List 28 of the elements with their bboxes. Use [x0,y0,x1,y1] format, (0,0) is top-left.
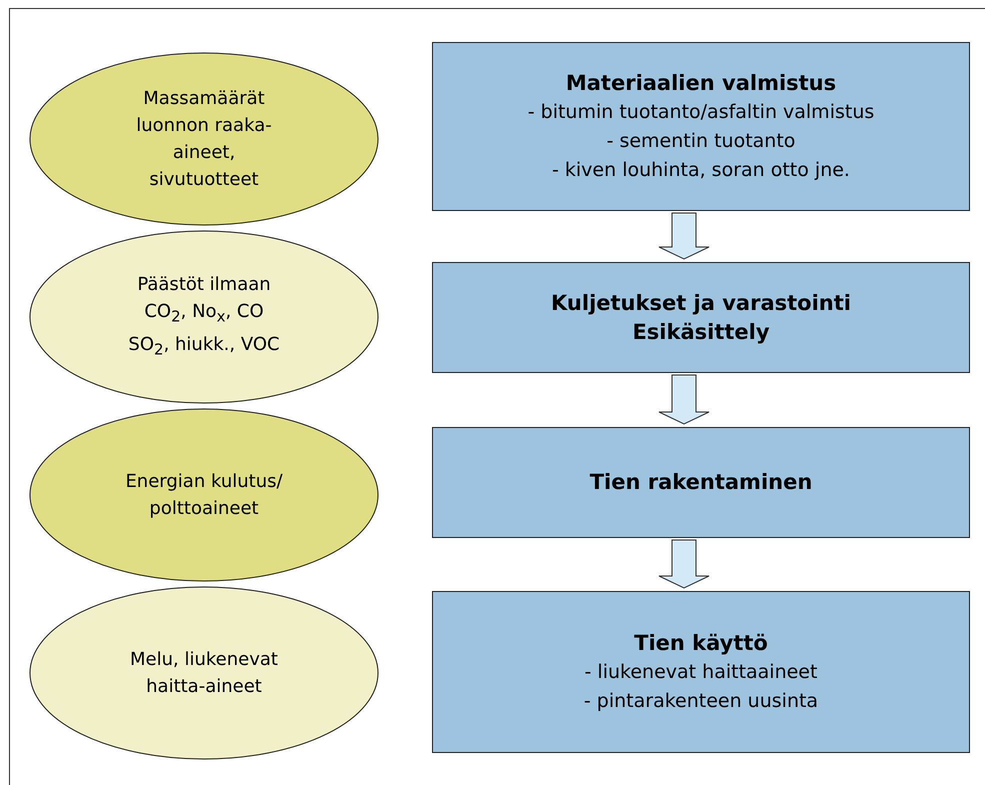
node-text: Massamäärät [143,87,265,111]
node-text: - bitumin tuotanto/asfaltin valmistus [528,100,874,124]
block-arrow [658,212,710,260]
process-box [432,591,970,753]
input-ellipse [29,52,379,226]
block-arrow [658,374,710,425]
input-ellipse [29,230,379,404]
node-text: luonnon raaka-aineet, sivutuotteet [135,114,273,192]
node-text: - kiven louhinta, soran otto jne. [552,158,850,182]
node-text: SO$_{2}$, hiukk., VOC [128,332,280,360]
node-text: - sementin tuotanto [606,128,796,154]
process-box [432,262,970,373]
node-text: CO$_{2}$, No$_{x}$, CO [144,300,264,328]
box-heading: Kuljetukset ja varastointi [551,290,851,316]
node-text: - liukenevat haittaaineet [584,660,818,684]
process-box [432,42,970,211]
block-arrow [658,540,710,589]
box-heading: Materiaalien valmistus [566,70,836,96]
node-text: Melu, liukenevat haitta-aineet [129,648,279,699]
box-heading: Tien käyttö [634,630,768,656]
input-ellipse [29,408,379,582]
node-text: Energian kulutus/ polttoaineet [124,470,284,521]
input-ellipse [29,586,379,760]
node-text: - pintarakenteen uusinta [584,688,818,714]
box-heading: Esikäsittely [632,318,770,346]
box-heading: Tien rakentaminen [590,469,812,496]
node-text: Päästöt ilmaan [137,272,271,297]
process-box [432,427,970,538]
